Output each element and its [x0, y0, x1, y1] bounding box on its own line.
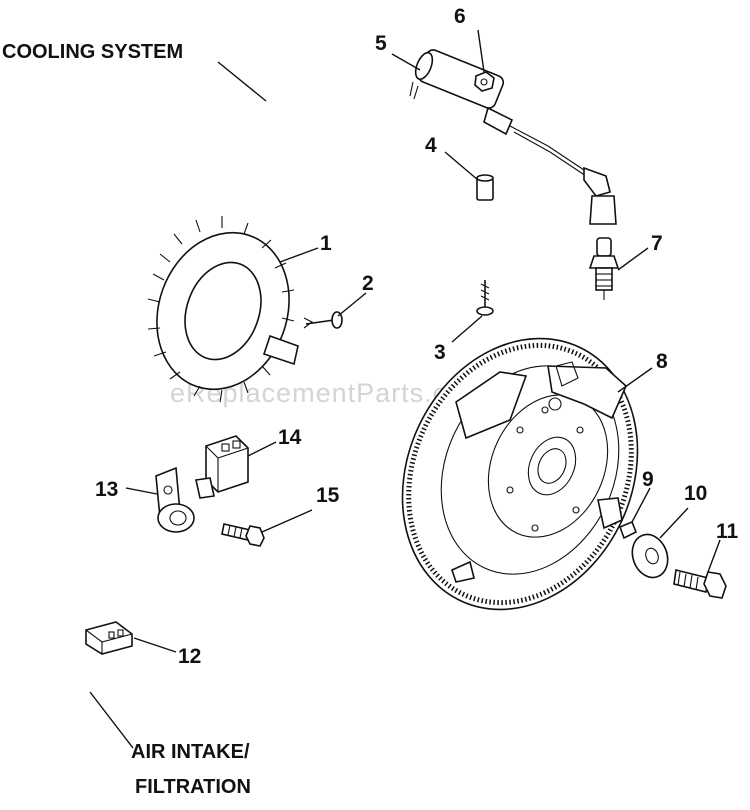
- part-2-screw[interactable]: [303, 311, 343, 329]
- part-7-spark-plug[interactable]: [588, 195, 620, 300]
- section-label-air-intake-line1[interactable]: AIR INTAKE/: [131, 741, 250, 763]
- part-9-key[interactable]: [618, 520, 638, 540]
- part-3-screw[interactable]: [476, 280, 494, 316]
- leader-3: [451, 315, 483, 343]
- part-6-nut[interactable]: [474, 71, 495, 92]
- callout-10[interactable]: 10: [684, 482, 707, 505]
- part-14-connector[interactable]: [195, 435, 249, 499]
- section-label-cooling-system[interactable]: COOLING SYSTEM: [2, 41, 183, 63]
- leader-7: [617, 247, 649, 271]
- part-15-screw[interactable]: [221, 523, 265, 547]
- callout-1[interactable]: 1: [320, 232, 332, 255]
- callout-15[interactable]: 15: [316, 484, 340, 507]
- callout-2[interactable]: 2: [362, 272, 374, 295]
- callout-8[interactable]: 8: [656, 350, 668, 373]
- callout-7[interactable]: 7: [651, 232, 663, 255]
- air-intake-leader: [89, 691, 134, 749]
- callout-3[interactable]: 3: [434, 341, 446, 364]
- leader-9: [631, 487, 651, 523]
- part-10-washer[interactable]: [627, 530, 674, 583]
- section-label-air-intake-line2[interactable]: FILTRATION: [135, 776, 251, 798]
- part-4-spacer[interactable]: [476, 174, 494, 201]
- callout-5[interactable]: 5: [375, 32, 387, 55]
- leader-11: [707, 539, 721, 573]
- leader-12: [133, 637, 177, 653]
- callout-9[interactable]: 9: [642, 468, 654, 491]
- callout-13[interactable]: 13: [95, 478, 118, 501]
- part-5-ignition-coil[interactable]: [409, 48, 611, 197]
- leader-5: [391, 53, 421, 71]
- leader-15: [261, 509, 313, 533]
- leader-13: [125, 487, 158, 495]
- leader-6: [477, 29, 485, 73]
- leader-2: [337, 292, 367, 317]
- leader-8: [617, 367, 653, 393]
- part-11-bolt[interactable]: [673, 569, 727, 599]
- part-12-wire-connector[interactable]: [85, 621, 133, 655]
- leader-10: [659, 507, 689, 539]
- leader-1: [279, 247, 319, 263]
- part-13-bracket[interactable]: [155, 466, 195, 533]
- part-1-stator[interactable]: [135, 214, 310, 408]
- callout-6[interactable]: 6: [454, 5, 466, 28]
- callout-11[interactable]: 11: [716, 520, 739, 543]
- part-8-flywheel[interactable]: [359, 300, 680, 648]
- leader-4: [444, 151, 479, 181]
- callout-12[interactable]: 12: [178, 645, 201, 668]
- callout-4[interactable]: 4: [425, 134, 437, 157]
- cooling-system-leader: [217, 61, 267, 102]
- leader-14: [247, 441, 277, 457]
- callout-14[interactable]: 14: [278, 426, 302, 449]
